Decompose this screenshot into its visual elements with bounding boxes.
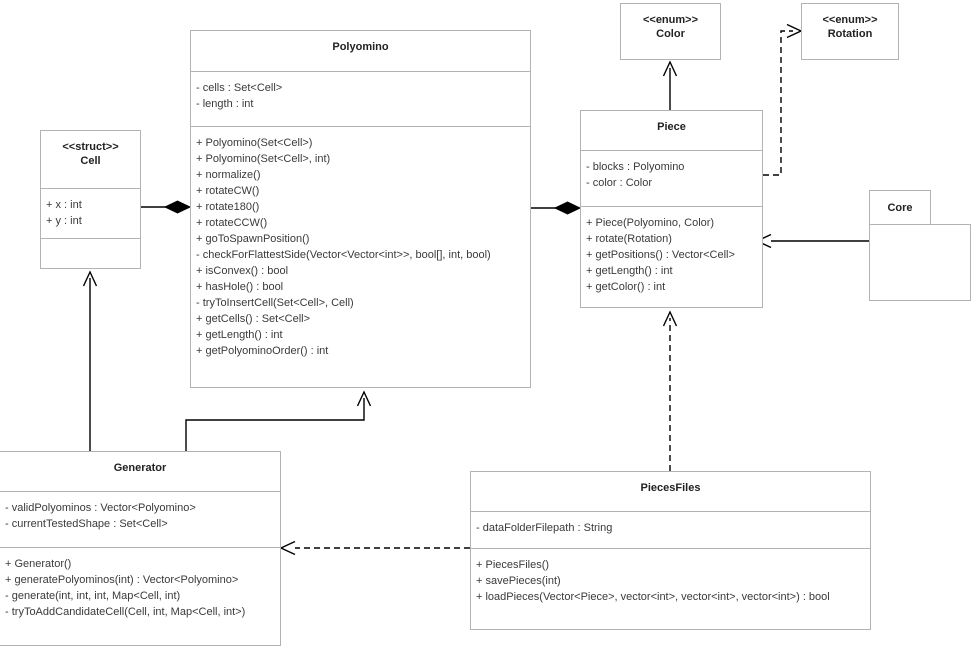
edge-polyomino-to-piece: [531, 201, 582, 215]
class-name-piece: Piece: [581, 111, 762, 151]
edge-piece-to-color: [662, 60, 678, 112]
edge-core-to-piece: [755, 233, 869, 249]
operations-cell: [41, 239, 140, 268]
package-tab-core: Core: [869, 190, 931, 225]
class-name-cell: <<struct>> Cell: [41, 131, 140, 189]
edge-cell-to-polyomino: [141, 200, 192, 214]
stereotype-struct: <<struct>>: [62, 141, 119, 153]
attributes-piecesfiles: - dataFolderFilepath : String: [471, 512, 870, 549]
operation: + getPositions() : Vector<Cell>: [586, 249, 735, 261]
attribute: - cells : Set<Cell>: [196, 82, 283, 94]
operation: + Polyomino(Set<Cell>, int): [196, 153, 331, 165]
class-name-piecesfiles: PiecesFiles: [471, 472, 870, 512]
operation: - checkForFlattestSide(Vector<Vector<int…: [196, 249, 491, 261]
package-label: Core: [887, 202, 913, 214]
operation: + Polyomino(Set<Cell>): [196, 137, 313, 149]
edge-piecesfiles-to-generator: [279, 540, 470, 556]
operation: + generatePolyominos(int) : Vector<Polyo…: [5, 574, 239, 586]
class-box-cell[interactable]: <<struct>> Cell + x : int + y : int: [40, 130, 141, 269]
attribute: - validPolyominos : Vector<Polyomino>: [5, 502, 196, 514]
attribute: - blocks : Polyomino: [586, 161, 685, 173]
class-box-generator[interactable]: Generator - validPolyominos : Vector<Pol…: [0, 451, 281, 646]
edge-generator-to-polyomino: [185, 390, 372, 451]
attribute: - color : Color: [586, 177, 653, 189]
edge-piecesfiles-to-piece: [662, 310, 678, 471]
operation: + savePieces(int): [476, 575, 561, 587]
edge-generator-to-cell: [82, 270, 98, 451]
operation: + normalize(): [196, 169, 261, 181]
stereotype-enum: <<enum>>: [822, 14, 878, 26]
edge-piece-to-rotation: [763, 23, 803, 176]
package-core[interactable]: Core: [869, 190, 971, 301]
operation: + rotateCCW(): [196, 217, 268, 229]
attributes-piece: - blocks : Polyomino - color : Color: [581, 151, 762, 207]
attribute: + y : int: [46, 215, 82, 227]
enum-name-color: <<enum>> Color: [621, 4, 720, 59]
operations-generator: + Generator() + generatePolyominos(int) …: [0, 548, 280, 628]
operations-piecesfiles: + PiecesFiles() + savePieces(int) + load…: [471, 549, 870, 613]
operation: + getPolyominoOrder() : int: [196, 345, 329, 357]
operation: + getColor() : int: [586, 281, 666, 293]
class-title: Cell: [80, 155, 101, 167]
attributes-cell: + x : int + y : int: [41, 189, 140, 239]
class-title: Color: [656, 28, 685, 40]
class-name-generator: Generator: [0, 452, 280, 492]
class-box-color-enum[interactable]: <<enum>> Color: [620, 3, 721, 60]
operation: + goToSpawnPosition(): [196, 233, 310, 245]
class-box-piece[interactable]: Piece - blocks : Polyomino - color : Col…: [580, 110, 763, 308]
attribute: - dataFolderFilepath : String: [476, 522, 613, 534]
enum-name-rotation: <<enum>> Rotation: [802, 4, 898, 59]
class-title: Rotation: [827, 28, 873, 40]
operation: + rotateCW(): [196, 185, 260, 197]
attributes-generator: - validPolyominos : Vector<Polyomino> - …: [0, 492, 280, 548]
operation: + getCells() : Set<Cell>: [196, 313, 311, 325]
class-box-polyomino[interactable]: Polyomino - cells : Set<Cell> - length :…: [190, 30, 531, 388]
operation: + hasHole() : bool: [196, 281, 284, 293]
class-box-piecesfiles[interactable]: PiecesFiles - dataFolderFilepath : Strin…: [470, 471, 871, 630]
attribute: - length : int: [196, 98, 254, 110]
operation: + rotate180(): [196, 201, 260, 213]
operation: + loadPieces(Vector<Piece>, vector<int>,…: [476, 591, 830, 603]
attributes-polyomino: - cells : Set<Cell> - length : int: [191, 72, 530, 127]
operation: - tryToInsertCell(Set<Cell>, Cell): [196, 297, 354, 309]
stereotype-enum: <<enum>>: [642, 14, 699, 26]
operation: + PiecesFiles(): [476, 559, 550, 571]
operation: + isConvex() : bool: [196, 265, 289, 277]
attribute: - currentTestedShape : Set<Cell>: [5, 518, 168, 530]
operation: - generate(int, int, int, Map<Cell, int): [5, 590, 181, 602]
operation: + getLength() : int: [586, 265, 673, 277]
operation: + getLength() : int: [196, 329, 283, 341]
package-body-core: [869, 224, 971, 301]
operation: + rotate(Rotation): [586, 233, 672, 245]
class-box-rotation-enum[interactable]: <<enum>> Rotation: [801, 3, 899, 60]
operation: + Piece(Polyomino, Color): [586, 217, 715, 229]
class-name-polyomino: Polyomino: [191, 31, 530, 72]
operations-polyomino: + Polyomino(Set<Cell>) + Polyomino(Set<C…: [191, 127, 530, 367]
operations-piece: + Piece(Polyomino, Color) + rotate(Rotat…: [581, 207, 762, 303]
operation: + Generator(): [5, 558, 72, 570]
operation: - tryToAddCandidateCell(Cell, int, Map<C…: [5, 606, 246, 618]
attribute: + x : int: [46, 199, 82, 211]
